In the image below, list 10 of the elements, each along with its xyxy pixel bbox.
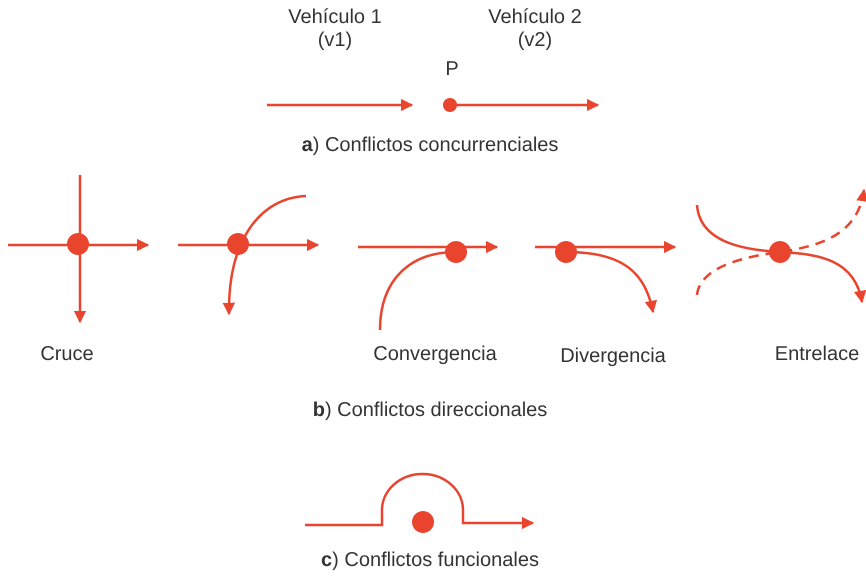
conflict-type-label: Divergencia (560, 345, 666, 368)
conflict-type-label: Entrelace (774, 343, 860, 366)
vehicle-label: Vehículo 1 (v1) (287, 6, 383, 52)
conflict-type-label: Convergencia (373, 343, 497, 366)
conflict-type-label: Cruce (40, 343, 94, 366)
caption: a) Conflictos concurrenciales (302, 134, 558, 157)
caption: c) Conflictos funcionales (321, 549, 539, 572)
vehicle-label: Vehículo 2 (v2) (487, 6, 583, 52)
caption: b) Conflictos direccionales (312, 399, 548, 422)
point-label: P (445, 58, 459, 81)
